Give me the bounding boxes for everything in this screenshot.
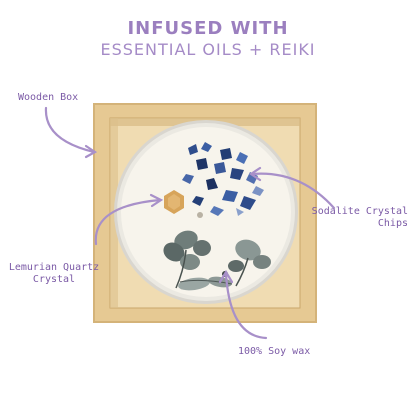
soy-wax-label: 100% Soy wax bbox=[238, 346, 311, 357]
wooden-box-arrow bbox=[44, 106, 96, 154]
lemurian-arrowhead bbox=[149, 193, 164, 208]
sodalite-label: Sodalite Crystal Chips bbox=[312, 206, 408, 230]
soy-wax-arrowhead bbox=[218, 269, 234, 284]
lemurian-quartz-crystal bbox=[164, 190, 184, 214]
annotation-arrows bbox=[44, 106, 336, 340]
lemurian-label-line2: Crystal bbox=[32, 274, 76, 285]
headline-primary: INFUSED WITH bbox=[127, 18, 289, 39]
sodalite-label-line2: Chips bbox=[377, 218, 408, 229]
dried-flowers bbox=[163, 230, 271, 291]
sodalite-arrow bbox=[250, 172, 336, 210]
sodalite-label-line1: Sodalite Crystal bbox=[311, 206, 408, 217]
sodalite-crystal-chips bbox=[182, 142, 264, 218]
soy-wax-arrow bbox=[224, 272, 268, 340]
wooden-box-arrowhead bbox=[84, 144, 98, 159]
lemurian-label-line1: Lemurian Quartz bbox=[8, 262, 100, 273]
lemurian-label: Lemurian Quartz Crystal bbox=[6, 262, 102, 286]
wooden-box-label: Wooden Box bbox=[18, 92, 79, 103]
headline-secondary: ESSENTIAL OILS + REIKI bbox=[100, 40, 316, 59]
lemurian-arrow bbox=[94, 198, 162, 246]
sodalite-arrowhead bbox=[249, 166, 262, 182]
